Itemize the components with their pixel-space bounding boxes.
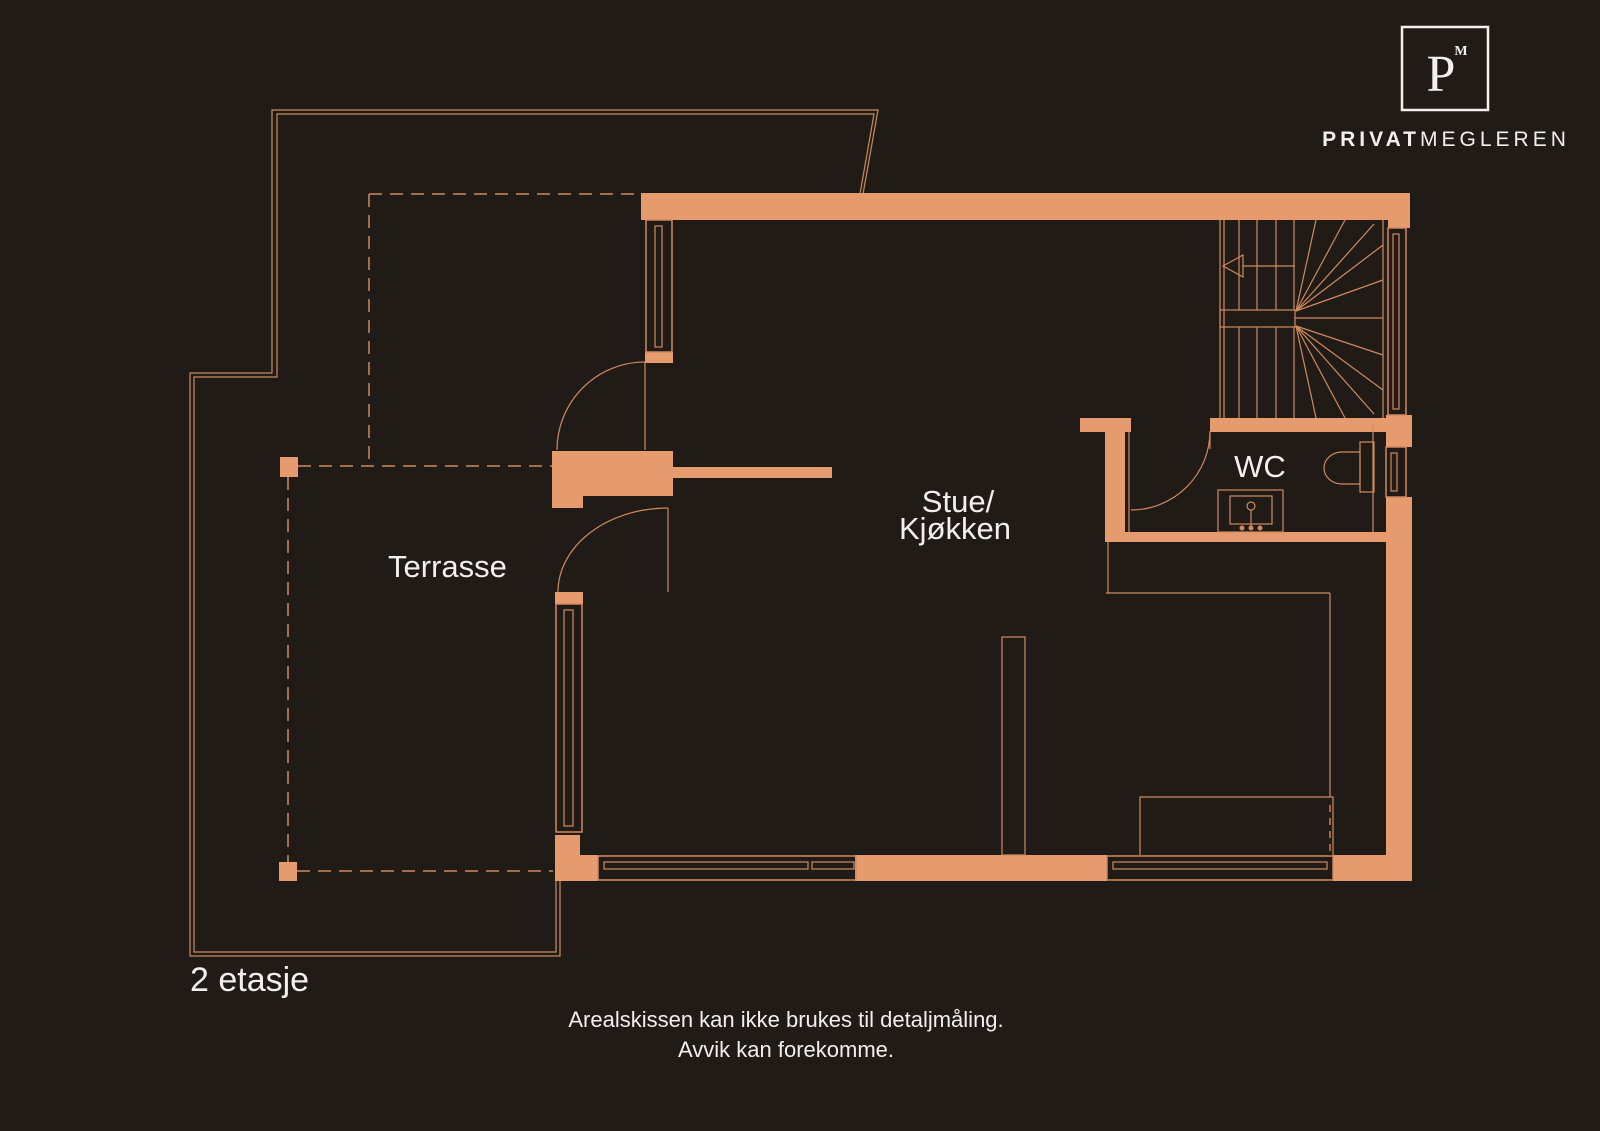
dashed-boundaries [287, 193, 641, 872]
outline-outer [189, 109, 879, 957]
doors [556, 361, 1211, 593]
label-wc: WC [1234, 449, 1286, 484]
disclaimer-line2: Avvik kan forekomme. [678, 1037, 894, 1062]
wc-fixtures [1128, 425, 1375, 533]
footprint-outline [189, 109, 879, 957]
logo-crown-icon: M [1454, 44, 1467, 59]
label-living-line2: Kjøkken [899, 511, 1011, 546]
brand-logo: P M PRIVATMEGLEREN [1322, 25, 1570, 151]
window-left-upper [645, 219, 673, 353]
stair-winders [1295, 219, 1384, 419]
window-sill-lower [555, 592, 583, 604]
kitchen-island [1001, 636, 1026, 856]
wall-wc-left [1105, 432, 1125, 532]
door-wc [1130, 430, 1211, 511]
door-terrace-upper [556, 361, 646, 451]
sink-icon [1217, 489, 1284, 533]
kitchen-counter-bottom [1139, 796, 1334, 855]
wall-wc-top-left [1080, 418, 1131, 432]
label-floor: 2 etasje [190, 961, 309, 999]
railing-arm [673, 467, 832, 478]
kitchen-counters [1001, 542, 1334, 856]
staircase [1219, 219, 1384, 419]
window-bottom-right [1106, 855, 1334, 881]
outline-inner [193, 113, 875, 953]
window-left-lower [555, 603, 583, 833]
logo-frame [1400, 25, 1490, 112]
wall-corner-bottom-left [555, 835, 598, 881]
window-right-stair [1387, 227, 1407, 416]
terrace-post-bottom [279, 862, 297, 881]
door-swing-arc [1130, 430, 1211, 511]
room-labels: Terrasse Stue/ Kjøkken WC 2 etasje [190, 449, 1286, 999]
windows [555, 219, 1407, 881]
wall-wc-top-right [1210, 418, 1386, 432]
disclaimer-line1: Arealskissen kan ikke brukes til detaljm… [568, 1007, 1003, 1032]
walls [279, 193, 1412, 881]
toilet-icon [1323, 441, 1375, 493]
wall-step-band [552, 451, 673, 508]
window-bottom-sliding-door [597, 855, 857, 881]
stair-treads-upper [1238, 220, 1295, 310]
wall-wc-bottom [1105, 532, 1386, 542]
stair-treads-lower [1238, 327, 1295, 418]
logo-monogram: P [1427, 46, 1456, 103]
window-sill-upper [645, 352, 673, 363]
terrace-post-top [280, 457, 298, 477]
wall-right-lower [1386, 497, 1412, 881]
logo-wordmark-bold: PRIVAT [1322, 128, 1420, 151]
label-living-line1: Stue/ [922, 484, 995, 519]
wall-top [641, 193, 1410, 220]
direction-arrow-icon [1221, 253, 1295, 279]
wall-right-upper-stub [1388, 220, 1410, 228]
door-swing-arc [557, 507, 669, 593]
door-terrace-lower [557, 507, 669, 593]
logo-wordmark: PRIVATMEGLEREN [1322, 128, 1570, 151]
window-right-wc [1385, 446, 1407, 498]
wall-bottom-right [1333, 855, 1412, 881]
wall-bottom-middle [855, 855, 1107, 881]
door-swing-arc [556, 361, 646, 451]
wall-right-mid-block [1386, 415, 1412, 447]
stair-landing-rail [1219, 309, 1296, 328]
label-terrace: Terrasse [388, 549, 507, 584]
disclaimer: Arealskissen kan ikke brukes til detaljm… [568, 1007, 1003, 1062]
logo-wordmark-light: MEGLEREN [1420, 128, 1570, 151]
